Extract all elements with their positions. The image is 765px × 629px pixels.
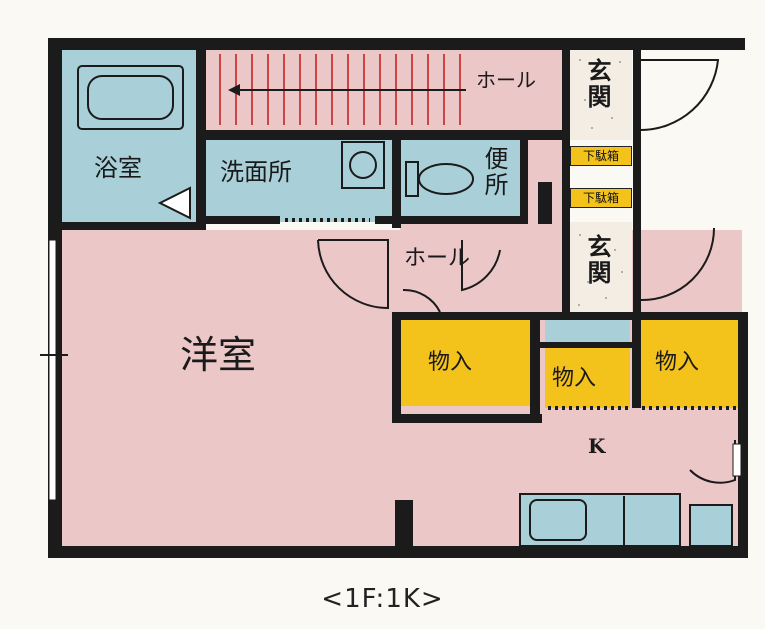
label-shoe-box-2: 下駄箱 xyxy=(570,188,632,208)
kitchen-window xyxy=(732,443,742,477)
label-closet-3: 物入 xyxy=(655,350,700,375)
door-swing-kitchen xyxy=(689,440,736,484)
label-shoe-box-1: 下駄箱 xyxy=(570,146,632,166)
label-toilet: 便所 xyxy=(480,146,508,198)
wash-basin-bowl xyxy=(349,151,377,179)
label-closet-1: 物入 xyxy=(428,350,473,375)
door-swing-toilet xyxy=(461,240,501,292)
floor-plan-caption: <1F:1K> xyxy=(321,584,444,614)
closet-1-floor xyxy=(400,318,530,406)
genkan-texture xyxy=(578,59,623,306)
toilet-tank xyxy=(405,161,419,197)
label-western-room: 洋室 xyxy=(180,333,257,377)
toilet-bowl xyxy=(418,163,474,195)
door-swing-front-bottom xyxy=(639,227,715,302)
label-genkan-bottom: 玄関 xyxy=(583,234,611,286)
label-genkan-top: 玄関 xyxy=(583,58,611,110)
label-kitchen: K xyxy=(588,434,606,458)
label-washroom: 洗面所 xyxy=(220,158,292,186)
fridge xyxy=(689,504,733,547)
hall-mid-floor xyxy=(400,222,568,317)
shelf-strip xyxy=(545,320,630,346)
stair-arrow-head xyxy=(228,84,240,96)
closet-2-floor xyxy=(545,348,630,408)
closet-3-floor xyxy=(640,318,740,408)
label-hall-mid: ホール xyxy=(404,246,471,271)
bathtub-inner xyxy=(87,75,174,120)
genkan-top-floor xyxy=(570,48,632,140)
label-bath: 浴室 xyxy=(94,154,142,182)
genkan-bottom-floor xyxy=(570,222,632,314)
door-swing-closet xyxy=(402,288,441,313)
door-swings xyxy=(317,59,736,484)
label-closet-2: 物入 xyxy=(552,366,597,391)
walls xyxy=(48,38,748,558)
door-swing-hall xyxy=(317,239,389,310)
vertical-window xyxy=(48,239,57,501)
door-swing-front-top xyxy=(639,59,720,132)
bath-door xyxy=(157,186,191,220)
label-hall-top: ホール xyxy=(476,68,536,92)
kitchen-sink xyxy=(529,499,587,541)
thresholds xyxy=(285,218,738,410)
